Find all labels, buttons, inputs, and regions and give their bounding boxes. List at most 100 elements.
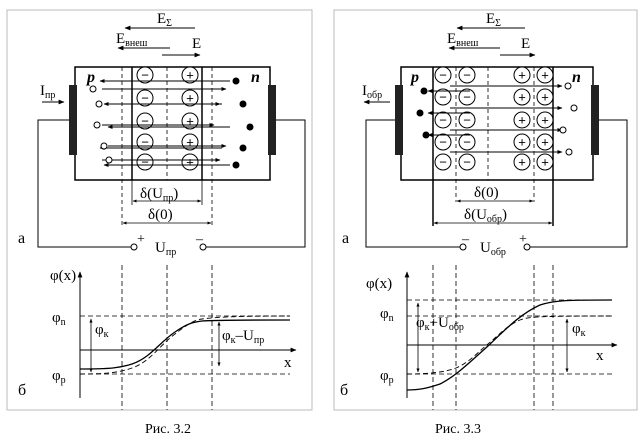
- phi-k-label: φк: [95, 322, 109, 340]
- ion-sign: +: [186, 155, 194, 170]
- e-internal-label: E: [521, 36, 530, 52]
- ion-sign: +: [518, 155, 526, 170]
- acceptor-ion-icon: −: [434, 88, 452, 106]
- acceptor-ion-icon: −: [136, 89, 154, 107]
- crystal-body: [400, 66, 594, 181]
- terminal-plus: [523, 243, 531, 251]
- acceptor-ion-icon: −: [434, 66, 452, 84]
- potential-plot: φ(x) x φn φp φк φк–Uпр б: [18, 265, 297, 410]
- sign-right: –: [195, 232, 204, 247]
- phi-n-label: φn: [52, 310, 66, 328]
- contact-right: [591, 85, 599, 155]
- label-b: б: [18, 382, 26, 399]
- e-sum-label: EΣ: [157, 11, 172, 29]
- terminal-plus: [130, 243, 138, 251]
- ion-sign: −: [439, 113, 447, 128]
- e-sum-label: EΣ: [486, 11, 501, 29]
- electron-icon: [232, 77, 240, 85]
- crystal-body: [74, 66, 271, 181]
- phi-axis-label: φ(x): [366, 276, 392, 292]
- donor-ion-icon: +: [513, 133, 531, 151]
- ion-sign: −: [463, 90, 471, 105]
- ion-sign: +: [518, 135, 526, 150]
- ion-sign: −: [439, 90, 447, 105]
- hole-icon: [100, 142, 108, 150]
- label-b: б: [340, 382, 348, 399]
- donor-ion-icon: +: [536, 153, 554, 171]
- acceptor-ion-icon: −: [136, 66, 154, 84]
- ion-sign: −: [463, 113, 471, 128]
- e-external-label: Eвнеш: [447, 31, 479, 49]
- acceptor-ion-icon: −: [458, 133, 476, 151]
- donor-ion-icon: +: [536, 111, 554, 129]
- ion-sign: −: [463, 68, 471, 83]
- ion-sign: −: [439, 68, 447, 83]
- wire-left: [365, 119, 460, 248]
- field-arrows: EΣ Eвнеш E: [116, 11, 201, 58]
- acceptor-ion-icon: −: [434, 133, 452, 151]
- ion-sign: +: [518, 90, 526, 105]
- ion-sign: +: [186, 68, 194, 83]
- ion-sign: +: [186, 135, 194, 150]
- hole-icon: [570, 104, 578, 112]
- acceptor-ion-icon: −: [458, 88, 476, 106]
- n-region-label: n: [572, 69, 581, 86]
- ion-sign: +: [518, 113, 526, 128]
- voltage-label: Uобр: [480, 240, 506, 258]
- terminal-minus: [459, 243, 467, 251]
- donor-ion-icon: +: [513, 66, 531, 84]
- hole-icon: [565, 148, 573, 156]
- n-region-label: n: [251, 69, 260, 86]
- donor-ion-icon: +: [513, 111, 531, 129]
- electron-icon: [232, 161, 240, 169]
- curve-equilibrium: [406, 315, 613, 375]
- hole-icon: [89, 85, 97, 93]
- donor-ion-icon: +: [181, 66, 199, 84]
- donor-ion-icon: +: [536, 88, 554, 106]
- sign-right: +: [519, 232, 527, 247]
- hole-icon: [95, 100, 103, 108]
- donor-ion-icon: +: [181, 89, 199, 107]
- phi-axis-label: φ(x): [50, 268, 76, 284]
- x-axis-label: x: [596, 348, 604, 364]
- electron-icon: [422, 131, 430, 139]
- caption-fig-3-3: Рис. 3.3: [435, 422, 481, 437]
- ion-sign: +: [541, 68, 549, 83]
- hole-icon: [93, 121, 101, 129]
- ion-sign: −: [141, 68, 149, 83]
- sign-left: +: [137, 232, 145, 247]
- ion-sign: +: [541, 113, 549, 128]
- width-biased-label: δ(Uпр): [140, 186, 178, 204]
- carrier-arrows: [89, 77, 254, 169]
- label-a: а: [18, 230, 25, 247]
- phi-p-label: φp: [52, 368, 66, 386]
- label-a: а: [342, 230, 349, 247]
- p-region-label: p: [85, 69, 95, 86]
- ion-sign: −: [439, 135, 447, 150]
- ion-sign: +: [541, 135, 549, 150]
- donor-ion-icon: +: [536, 66, 554, 84]
- x-axis-label: x: [284, 355, 292, 371]
- voltage-label: Uпр: [155, 240, 176, 258]
- hole-icon: [559, 126, 567, 134]
- p-region-label: p: [409, 69, 419, 86]
- figure-3-3: EΣ Eвнеш E Iобр p n −−−−−−−−−−++++++++++…: [340, 11, 628, 437]
- sign-left: –: [461, 232, 470, 247]
- contact-left: [395, 85, 403, 155]
- wire-right: [205, 119, 306, 248]
- hole-icon: [105, 156, 113, 164]
- phi-p-label: φp: [380, 368, 394, 386]
- curve-biased: [406, 299, 613, 391]
- donor-ion-icon: +: [181, 153, 199, 171]
- donor-ion-icon: +: [536, 133, 554, 151]
- hole-icon: [564, 82, 572, 90]
- wire-right: [530, 119, 628, 248]
- carrier-arrows: [416, 82, 578, 156]
- current-label: Iобр: [362, 83, 382, 101]
- wire-left: [37, 119, 131, 248]
- electron-icon: [420, 87, 428, 95]
- width-biased-label: δ(Uобр): [464, 207, 507, 225]
- phi-k-bias-label: φк–Uпр: [222, 328, 264, 346]
- width-zero-label: δ(0): [148, 207, 173, 223]
